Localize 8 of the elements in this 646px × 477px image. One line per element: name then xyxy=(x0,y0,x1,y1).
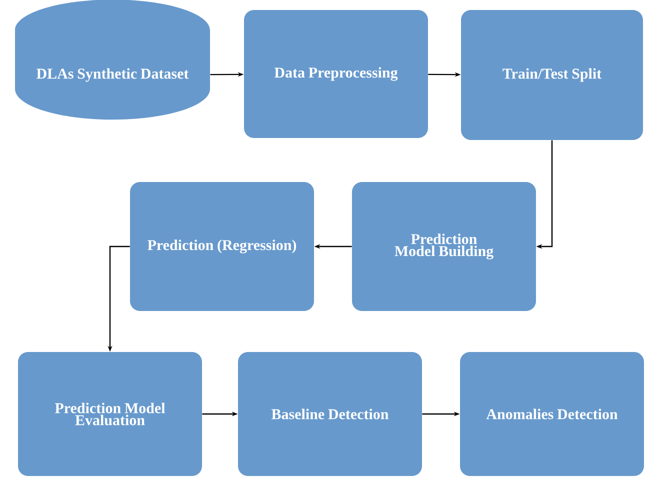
database-cylinder: DLAs Synthetic Dataset xyxy=(15,0,210,120)
process-box: Prediction (Regression) xyxy=(130,182,314,311)
process-box: Prediction Model Building xyxy=(352,182,536,311)
process-box: Prediction Model Evaluation xyxy=(18,352,202,476)
process-box: Train/Test Split xyxy=(461,10,643,140)
process-box: Data Preprocessing xyxy=(244,10,428,138)
process-box: Baseline Detection xyxy=(238,352,422,476)
process-box: Anomalies Detection xyxy=(460,352,644,476)
